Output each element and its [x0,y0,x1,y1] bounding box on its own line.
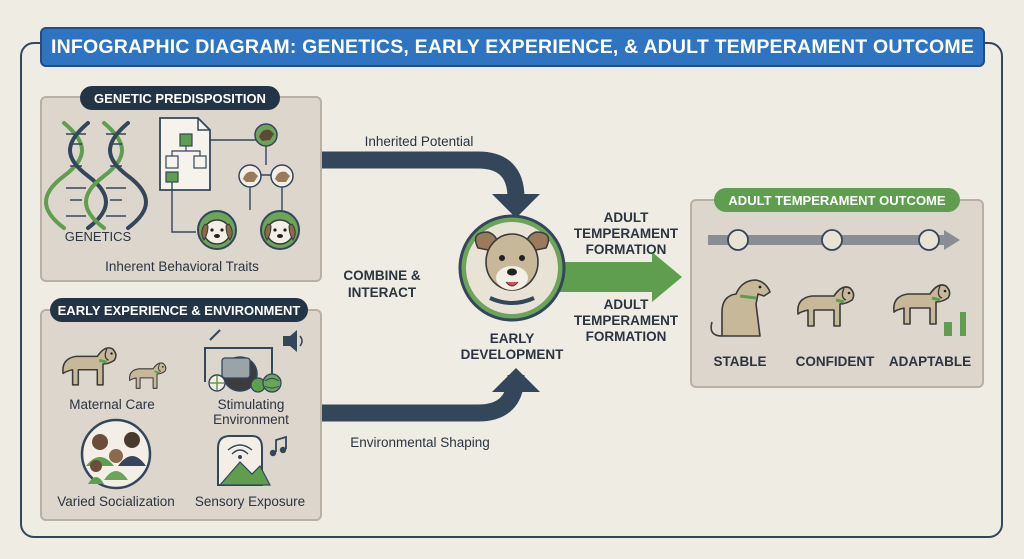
pedigree-chart-icon [159,117,300,250]
outcome-confident-label: CONFIDENT [795,354,875,369]
socialization-label: Varied Socialization [57,494,175,509]
toys-environment-icon [204,329,303,393]
environmental-shaping-label: Environmental Shaping [350,435,490,450]
genetics-label: GENETICS [64,229,132,244]
formation-bottom-1: ADULT [603,297,649,312]
mother-puppy-icon [61,346,167,390]
dna-icon [44,121,148,230]
sensory-label: Sensory Exposure [194,494,306,509]
outcome-timeline [708,229,960,251]
page-title: INFOGRAPHIC DIAGRAM: GENETICS, EARLY EXP… [40,27,985,67]
formation-bottom-2: TEMPERAMENT [573,313,679,328]
outcome-heading: ADULT TEMPERAMENT OUTCOME [714,188,960,212]
formation-top-3: FORMATION [585,242,667,257]
adaptable-dog-icon [892,283,966,336]
stimulating-label-1: Stimulating [217,397,285,412]
environment-panel [40,309,322,521]
early-development-icon [458,214,566,322]
genetic-heading: GENETIC PREDISPOSITION [80,86,280,110]
sensory-exposure-icon [217,435,287,486]
formation-top-1: ADULT [603,210,649,225]
early-development-label-1: EARLY [489,331,535,346]
outcome-stable-label: STABLE [713,354,767,369]
maternal-care-label: Maternal Care [69,397,155,412]
inherited-potential-arrow [322,151,540,218]
environment-heading: EARLY EXPERIENCE & ENVIRONMENT [50,298,308,322]
combine-label-1: COMBINE & [343,268,421,283]
inherited-potential-label: Inherited Potential [364,134,474,149]
socialization-people-icon [80,418,152,490]
formation-arrow [556,252,682,302]
formation-bottom-3: FORMATION [585,329,667,344]
traits-label: Inherent Behavioral Traits [105,259,259,274]
environmental-shaping-arrow [322,368,540,422]
formation-top-2: TEMPERAMENT [573,226,679,241]
outcome-adaptable-label: ADAPTABLE [888,354,972,369]
combine-label-2: INTERACT [347,285,417,300]
stable-dog-icon [710,279,771,337]
confident-dog-icon [796,285,856,328]
early-development-label-2: DEVELOPMENT [460,347,564,362]
stimulating-label-2: Environment [213,412,289,427]
